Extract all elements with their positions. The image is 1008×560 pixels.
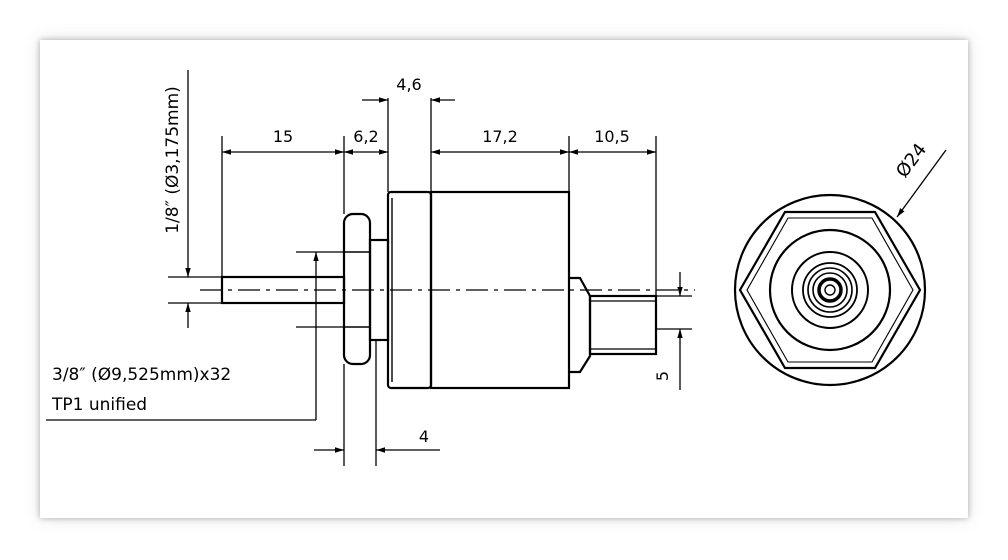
- outer-circle: [733, 193, 927, 387]
- dim-15: 15: [273, 127, 293, 146]
- dim-4: 4: [419, 427, 429, 446]
- front-view: [733, 149, 947, 387]
- hex-nut: [342, 212, 372, 366]
- body-step: [569, 276, 592, 374]
- hex-outline: [738, 210, 922, 370]
- drawing-card: [40, 40, 968, 518]
- thread-label-line2: TP1 unified: [51, 395, 147, 415]
- thread-label-line1: 3/8″ (Ø9,525mm)x32: [52, 365, 231, 385]
- dim-4-6: 4,6: [396, 75, 421, 94]
- dim-phi24: Ø24: [892, 140, 931, 182]
- side-view: [220, 190, 658, 390]
- dim-10-5: 10,5: [594, 127, 630, 146]
- right-shaft: [588, 294, 658, 356]
- dimension-lines: [46, 70, 692, 466]
- dim-5: 5: [653, 371, 672, 381]
- shaft-diameter-label: 1/8″ (Ø3,175mm): [163, 86, 183, 234]
- dim-17-2: 17,2: [482, 127, 518, 146]
- dim-6-2: 6,2: [353, 127, 378, 146]
